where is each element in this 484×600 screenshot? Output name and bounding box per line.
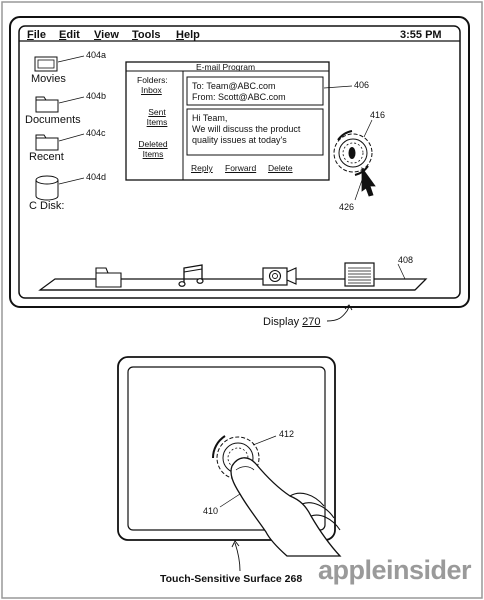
- leader-406: [323, 85, 353, 89]
- dock-camera-icon[interactable]: [262, 267, 297, 286]
- leader-268: [234, 542, 241, 572]
- delete-button[interactable]: Delete: [268, 163, 293, 173]
- ref-406: 406: [354, 80, 370, 90]
- desktop-icon-recent[interactable]: [35, 134, 59, 151]
- leader-412: [252, 435, 277, 446]
- leader-410: [219, 493, 241, 508]
- email-to: To: Team@ABC.com: [192, 81, 276, 91]
- menu-help[interactable]: Help: [176, 29, 200, 41]
- hand-finger-icon: [230, 457, 342, 557]
- forward-button[interactable]: Forward: [225, 163, 257, 173]
- ref-404c: 404c: [86, 128, 106, 138]
- menu-tools[interactable]: Tools: [132, 29, 161, 41]
- ref-416: 416: [370, 110, 386, 120]
- ref-404b: 404b: [86, 91, 107, 101]
- watermark-logo: appleinsider: [318, 555, 472, 585]
- desktop-icon-label-movies: Movies: [31, 73, 66, 85]
- menu-view[interactable]: View: [94, 29, 119, 41]
- dock-folder-icon[interactable]: [95, 267, 122, 288]
- leader-404d: [58, 177, 85, 185]
- ref-426: 426: [339, 202, 355, 212]
- folder-deleted-items[interactable]: Deleted Items: [138, 139, 168, 159]
- dock-music-icon[interactable]: [178, 264, 204, 287]
- folder-inbox[interactable]: Inbox: [141, 85, 162, 95]
- reply-button[interactable]: Reply: [191, 163, 213, 173]
- ref-410: 410: [203, 506, 219, 516]
- leader-404c: [58, 133, 85, 142]
- leader-426: [354, 179, 363, 201]
- email-body-line1: Hi Team,: [192, 113, 228, 123]
- folder-sent-items[interactable]: Sent Items: [146, 107, 168, 127]
- display-screen: [18, 25, 461, 299]
- menu-edit[interactable]: Edit: [59, 29, 80, 41]
- display-caption: Display 270: [263, 316, 321, 328]
- leader-404a: [57, 55, 85, 63]
- display-bezel: [9, 16, 470, 308]
- leader-416: [363, 119, 373, 138]
- email-window-title: E-mail Program: [196, 62, 256, 72]
- leader-404b: [58, 96, 85, 104]
- leader-270: [326, 306, 350, 322]
- email-body-line2: We will discuss the product: [192, 124, 301, 134]
- touch-surface-caption: Touch-Sensitive Surface 268: [160, 573, 303, 585]
- touch-cursor-416: [333, 130, 373, 176]
- display-caption-text: Display: [263, 316, 300, 328]
- menu-file[interactable]: File: [27, 29, 46, 41]
- desktop-icon-movies[interactable]: [34, 56, 58, 72]
- desktop-icon-label-recent: Recent: [29, 151, 64, 163]
- email-window: [125, 61, 330, 181]
- desktop-icon-label-documents: Documents: [25, 114, 81, 126]
- dock-document-icon[interactable]: [344, 262, 375, 287]
- menubar-clock: 3:55 PM: [400, 29, 442, 41]
- touch-surface: [117, 356, 336, 541]
- desktop-icon-cdisk[interactable]: [35, 175, 59, 201]
- ref-404d: 404d: [86, 172, 107, 182]
- ref-412: 412: [279, 429, 295, 439]
- leader-408: [397, 263, 406, 280]
- display-caption-ref: 270: [302, 316, 321, 328]
- ref-408: 408: [398, 255, 414, 265]
- pointer-arrow-icon: [361, 166, 376, 197]
- dock: [38, 278, 428, 291]
- ref-404a: 404a: [86, 50, 107, 60]
- desktop-icon-documents[interactable]: [35, 96, 59, 113]
- email-body-line3: quality issues at today's: [192, 135, 287, 145]
- folders-label: Folders:: [137, 75, 168, 85]
- desktop-icon-label-cdisk: C Disk:: [29, 200, 65, 212]
- email-from: From: Scott@ABC.com: [192, 92, 286, 102]
